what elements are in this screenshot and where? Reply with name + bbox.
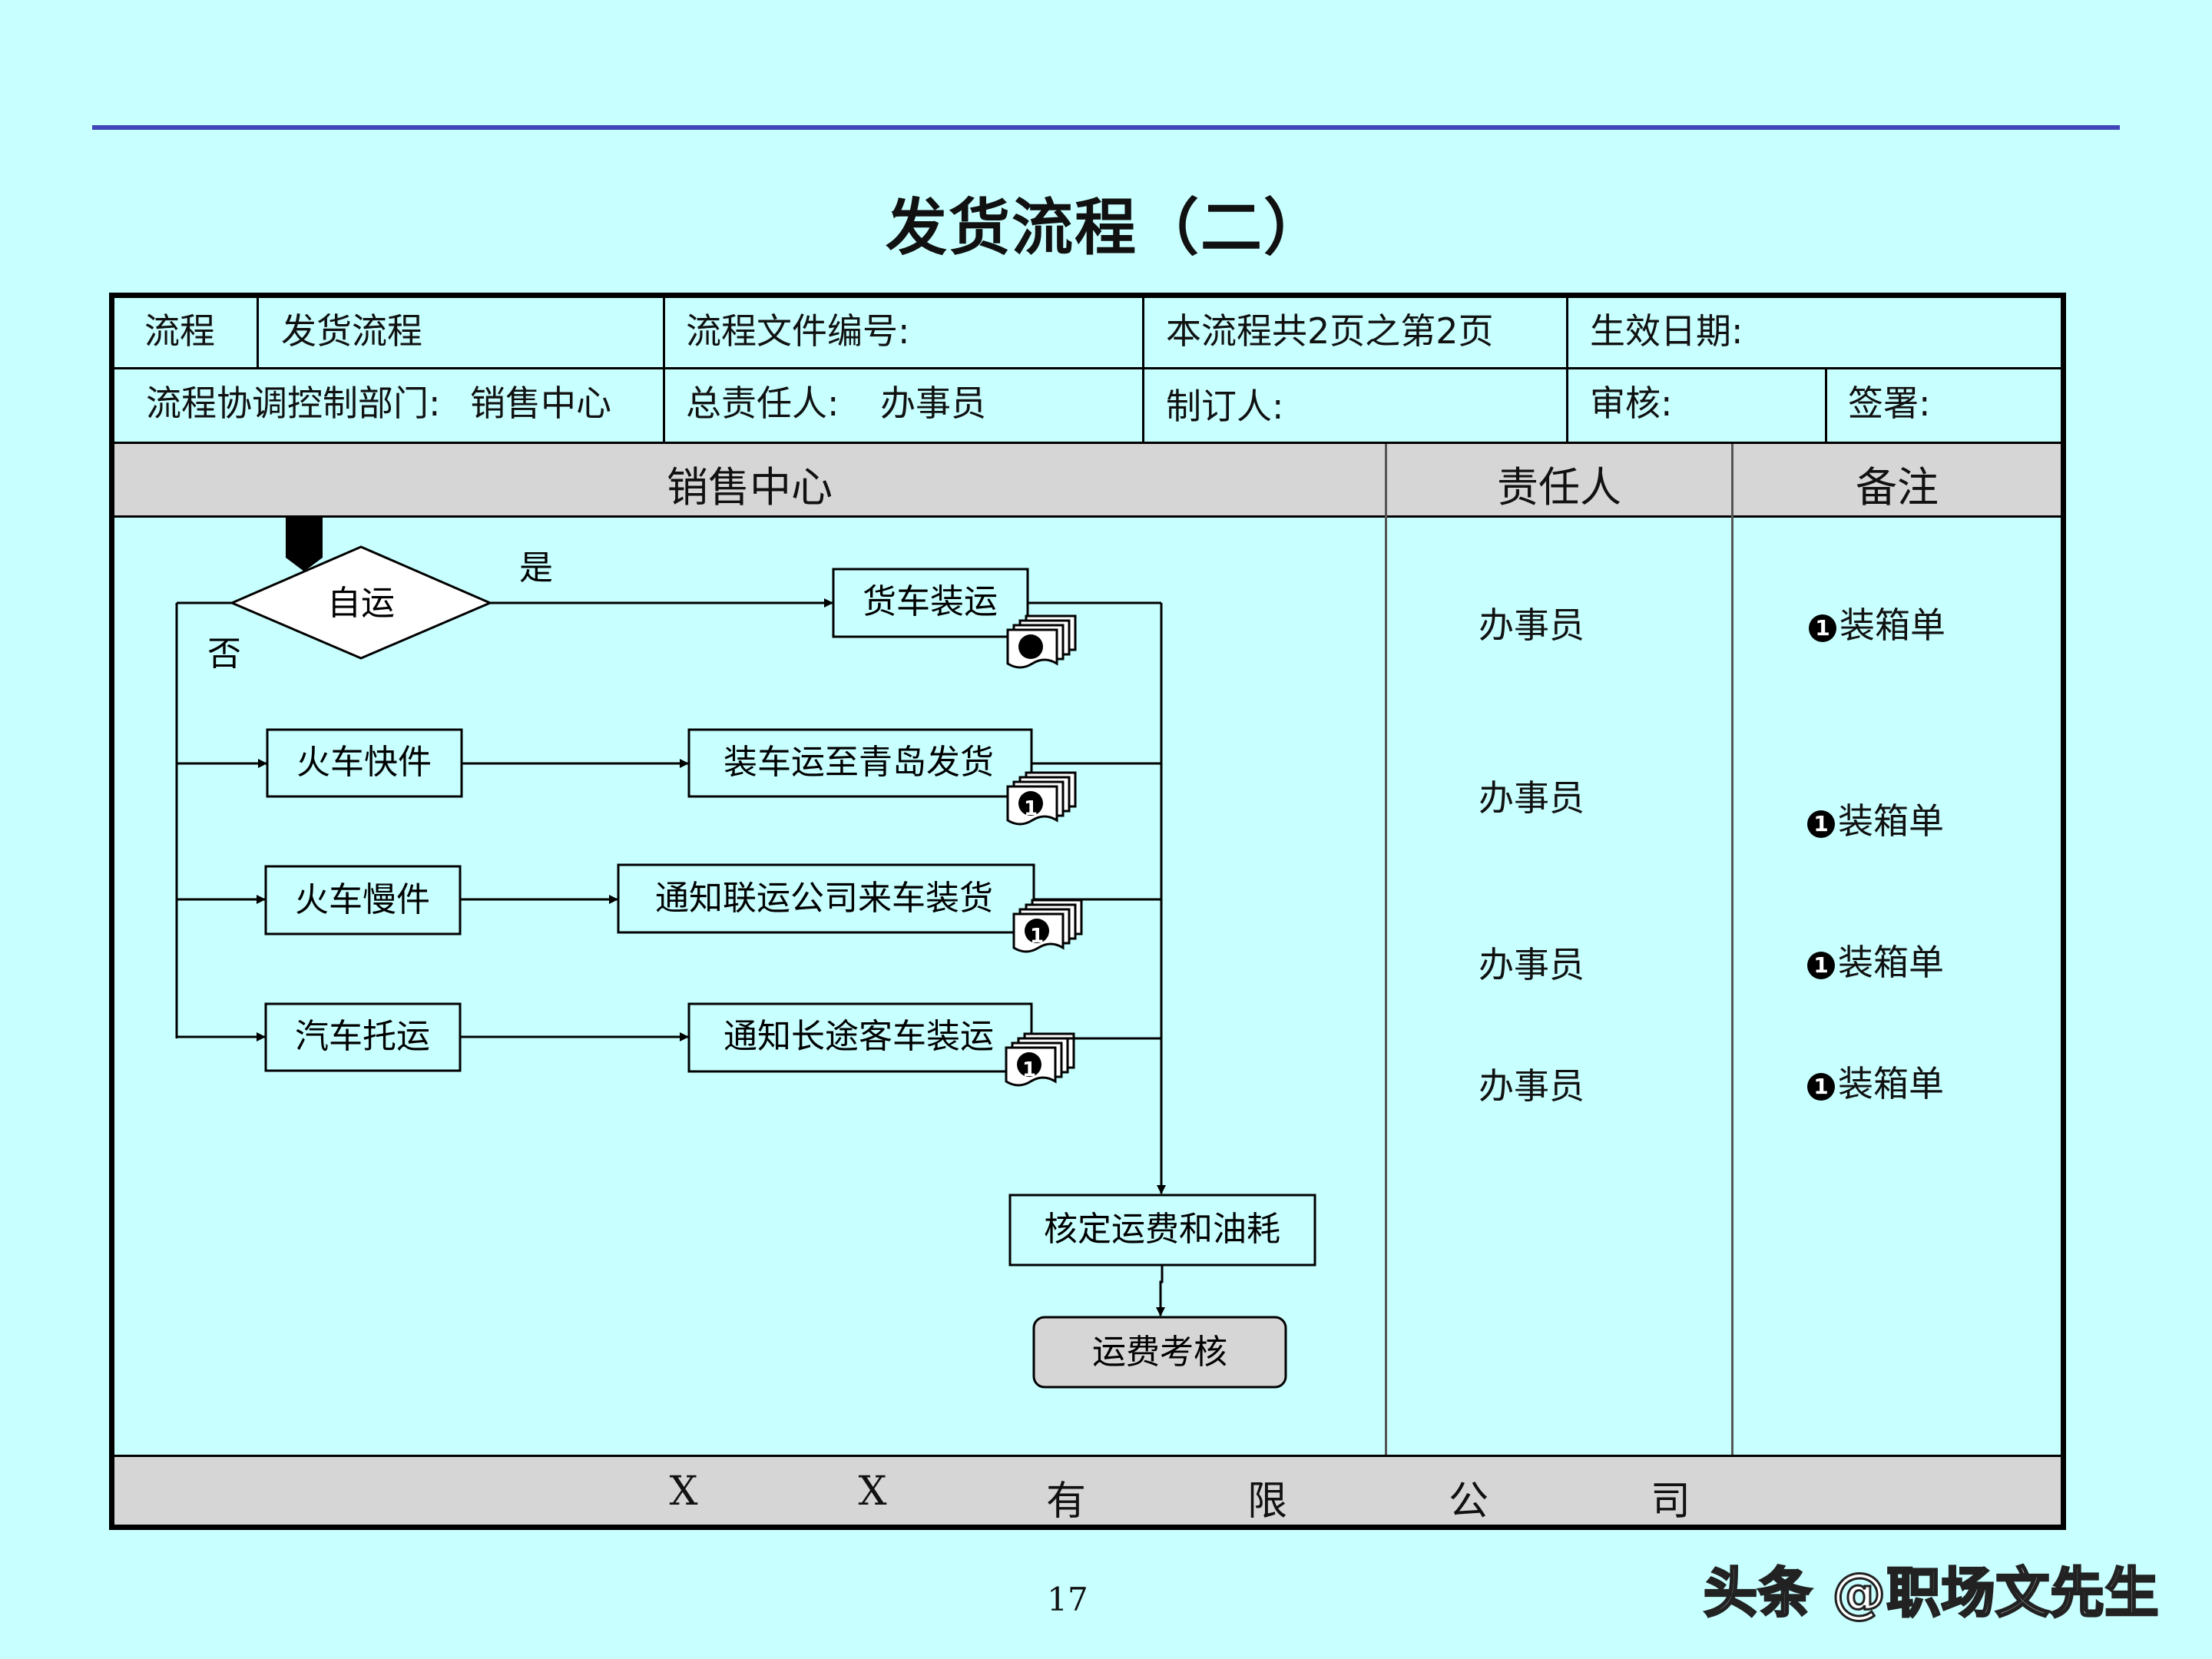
doc-number-badge: 1 [1807,951,1835,979]
verify-label: 核定运费和油耗 [1044,1210,1280,1249]
column-header-divider [114,515,2061,518]
company-char-5: 公 [1448,1479,1488,1525]
responsible-2: 办事员 [1479,777,1584,819]
doc-number-badge: 1 [1807,1072,1835,1101]
header-vline-a [257,298,259,367]
dept-value: 销售中心 [470,382,611,424]
action-box-3 [687,1002,1033,1073]
decision-label: 自运 [327,584,395,623]
header-vline-d [1566,298,1568,442]
mode-box-1 [266,728,463,798]
process-table [109,293,2066,1530]
page-number: 17 [1047,1581,1088,1618]
company-char-4: 限 [1247,1479,1287,1525]
sign-label: 签署: [1848,382,1931,424]
end-terminal [1032,1316,1287,1389]
end-label: 运费考核 [1092,1333,1227,1372]
remarks-header: 备注 [1856,463,1939,512]
mode-label-2: 火车慢件 [295,880,430,919]
no-label: 否 [207,634,241,674]
header-divider-2 [114,442,2061,444]
doc-number: 1 [1042,641,1056,664]
verify-arrow [1156,1265,1165,1316]
watermark: 头条 @职场文先生 [1702,1561,2160,1626]
mode-label-1: 火车快件 [296,743,432,782]
start-marker [286,516,323,571]
lane-header: 销售中心 [667,463,833,512]
yes-label: 是 [519,548,553,588]
header-divider-1 [114,367,2061,369]
lane-divider-2 [1731,444,1734,1455]
doc-number-badge: 1 [1807,810,1835,838]
process-value: 发货流程 [281,310,422,352]
owner-value: 办事员 [880,382,986,424]
process-label: 流程 [144,310,215,352]
file-no-label: 流程文件编号: [686,310,910,352]
doc-number: 1 [1030,925,1044,948]
responsible-4: 办事员 [1479,1065,1584,1107]
yes-action-label: 货车装运 [863,582,998,621]
decision-diamond [229,545,493,660]
doc-number: 1 [1024,797,1038,820]
owner-label: 总责任人: [686,382,839,424]
mode-box-3 [264,1002,462,1072]
mode-box-2 [264,865,462,935]
verify-box [1008,1194,1316,1267]
company-char-6: 司 [1650,1479,1690,1525]
author-label: 制订人: [1166,386,1284,427]
page-title: 发货流程（二） [886,192,1326,263]
responsible-3: 办事员 [1479,944,1584,985]
dept-label: 流程协调控制部门: [146,382,441,424]
header-vline-b [663,298,665,442]
company-char-3: 有 [1045,1479,1086,1525]
doc-number-badge: 1 [1809,614,1836,642]
footer-band [114,1457,2061,1525]
column-header-band [114,444,2061,515]
review-label: 审核: [1590,382,1673,424]
effective-date-label: 生效日期: [1590,310,1743,352]
responsible-1: 办事员 [1479,604,1584,646]
company-char-2: X [858,1469,887,1515]
top-rule [92,125,2120,130]
action-label-2: 通知联运公司来车装货 [655,879,993,918]
yes-action-box [832,568,1029,638]
lane-divider-1 [1385,444,1387,1455]
mode-label-3: 汽车托运 [295,1017,430,1056]
page-count: 本流程共2页之第2页 [1166,310,1494,352]
doc-number: 1 [1022,1058,1036,1081]
header-vline-c [1142,298,1144,442]
action-label-3: 通知长途客车装运 [724,1017,994,1056]
action-label-1: 装车运至青岛发货 [724,743,994,782]
responsible-header: 责任人 [1497,463,1621,512]
header-vline-e [1825,367,1827,442]
company-char-1: X [669,1469,698,1515]
footer-divider [114,1455,2061,1457]
